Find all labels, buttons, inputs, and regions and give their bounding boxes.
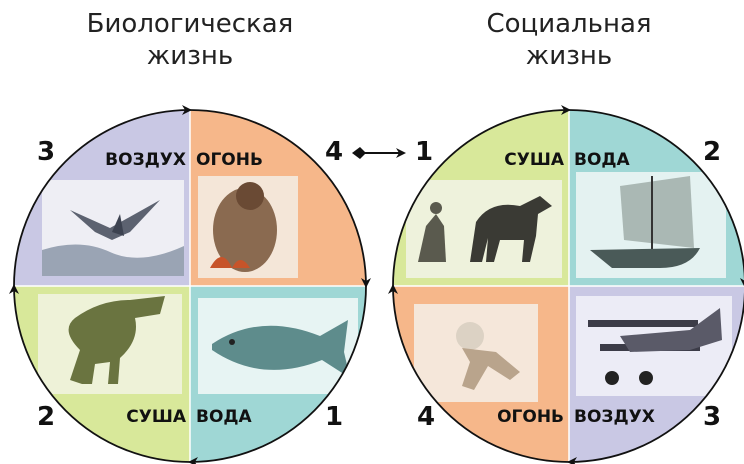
right-label-bottom-left: ОГОНЬ — [497, 407, 564, 427]
right-label-top-left: СУША — [504, 150, 565, 170]
left-label-bottom-right: ВОДА — [196, 407, 253, 427]
left-title-line2: жизнь — [147, 41, 233, 71]
dinosaur-icon — [38, 294, 182, 394]
right-title-line1: Социальная — [486, 9, 651, 39]
right-label-top-right: ВОДА — [574, 150, 631, 170]
left-label-bottom-left: СУША — [126, 407, 187, 427]
left-number-top-left: 3 — [37, 137, 55, 167]
left-number-bottom-left: 2 — [37, 402, 55, 432]
right-number-top-left: 1 — [415, 137, 433, 167]
fish-icon — [198, 298, 358, 394]
right-number-top-right: 2 — [703, 137, 721, 167]
caveman-fire-icon — [198, 176, 298, 278]
astronaut-icon — [414, 304, 538, 402]
pterodactyl-icon — [42, 180, 184, 276]
left-number-top-right: 4 — [325, 137, 343, 167]
right-label-bottom-right: ВОЗДУХ — [574, 407, 655, 427]
left-number-bottom-right: 1 — [325, 402, 343, 432]
right-number-bottom-right: 3 — [703, 402, 721, 432]
left-label-top-right: ОГОНЬ — [196, 150, 263, 170]
left-title-line1: Биологическая — [87, 9, 294, 39]
left-label-top-left: ВОЗДУХ — [105, 150, 186, 170]
sailing-ship-icon — [576, 172, 726, 278]
connector-arrow — [352, 147, 404, 159]
right-title-line2: жизнь — [526, 41, 612, 71]
biplane-icon — [576, 296, 732, 396]
right-number-bottom-left: 4 — [417, 402, 435, 432]
horse-plough-icon — [406, 180, 562, 278]
